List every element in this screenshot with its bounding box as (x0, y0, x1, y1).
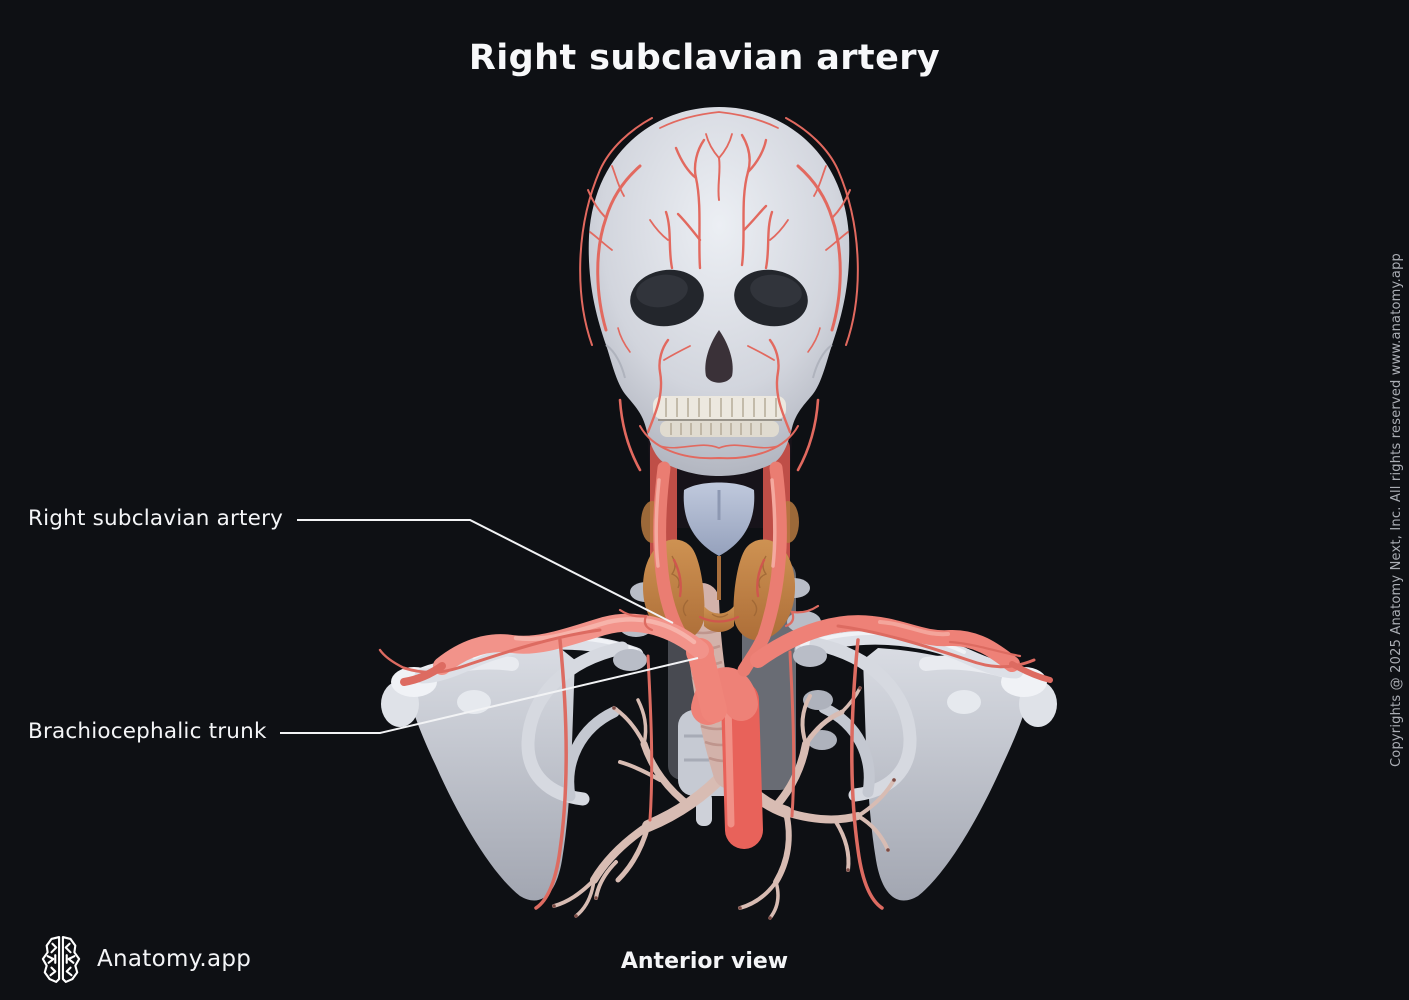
leader-line-brachiocephalic (280, 657, 699, 734)
skull-arteries (579, 111, 859, 472)
lower-teeth (660, 421, 779, 437)
larynx (683, 482, 755, 556)
descending-aorta (721, 681, 763, 849)
nasal-aperture (705, 330, 733, 383)
page-title: Right subclavian artery (468, 38, 941, 78)
copyright-vertical: Copyrights @ 2025 Anatomy Next, Inc. All… (1389, 253, 1404, 767)
leader-lines (280, 519, 699, 734)
brain-logo-icon (41, 935, 81, 983)
annotation-brachiocephalic-trunk: Brachiocephalic trunk (28, 719, 267, 744)
brand-lockup: Anatomy.app (40, 932, 251, 986)
leader-line-right-subclavian (297, 519, 674, 624)
upper-teeth (653, 396, 786, 419)
great-vessels (400, 461, 1053, 849)
brand-name: Anatomy.app (97, 946, 252, 972)
view-caption: Anterior view (620, 949, 789, 974)
distal-arteries (378, 604, 1036, 910)
skull (588, 107, 850, 476)
annotation-right-subclavian-artery: Right subclavian artery (28, 506, 284, 531)
left-subclavian-artery (750, 615, 1020, 672)
coracoid-right (947, 690, 981, 714)
